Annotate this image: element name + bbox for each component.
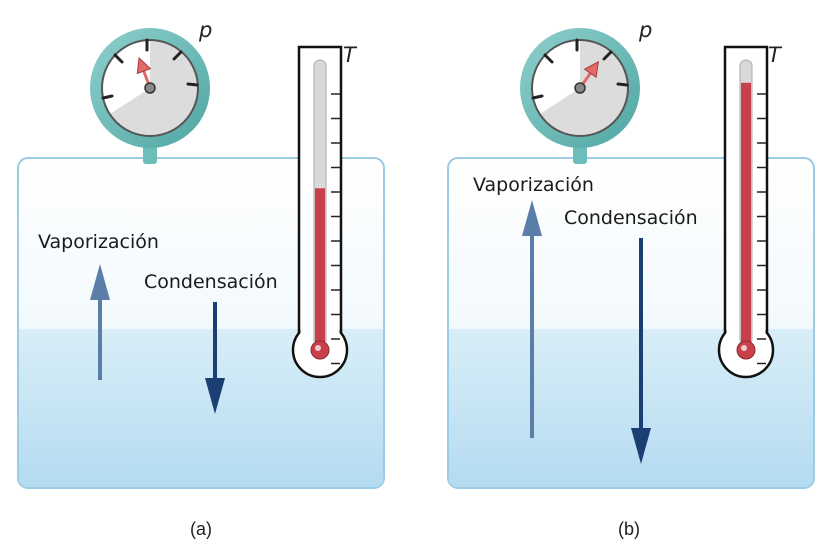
vaporization-arrow-a	[90, 264, 110, 380]
pressure-gauge-a	[90, 28, 210, 164]
temperature-symbol-b: T	[768, 43, 783, 67]
vaporization-label-a: Vaporización	[38, 231, 159, 253]
gauge-ticks-b	[531, 38, 629, 100]
panel-b: p T Vaporización Condensación (b)	[447, 18, 815, 539]
pressure-symbol-b: p	[638, 18, 652, 42]
thermometer-ticks-a	[331, 93, 340, 365]
temperature-symbol-a: T	[343, 43, 358, 67]
liquid-b	[449, 329, 813, 487]
condensation-arrow-b	[631, 238, 651, 464]
liquid-a	[19, 329, 383, 487]
container-b	[447, 157, 815, 489]
condensation-arrow-a	[205, 302, 225, 414]
mercury-column-b	[741, 82, 751, 346]
caption-a: (a)	[190, 519, 212, 539]
thermometer-b	[717, 45, 775, 379]
condensation-label-a: Condensación	[144, 271, 278, 293]
vaporization-arrow-b	[522, 200, 542, 438]
gauge-ticks-a	[101, 38, 199, 100]
vaporization-label-b: Vaporización	[473, 174, 594, 196]
pressure-gauge-b	[520, 28, 640, 164]
panel-a: p T Vaporización Condensación (a)	[17, 18, 385, 539]
thermometer-ticks-b	[757, 93, 766, 365]
pressure-symbol-a: p	[198, 18, 212, 42]
container-a	[17, 157, 385, 489]
mercury-column-a	[315, 188, 325, 345]
condensation-label-b: Condensación	[564, 207, 698, 229]
thermometer-a	[291, 45, 349, 379]
caption-b: (b)	[618, 519, 640, 539]
